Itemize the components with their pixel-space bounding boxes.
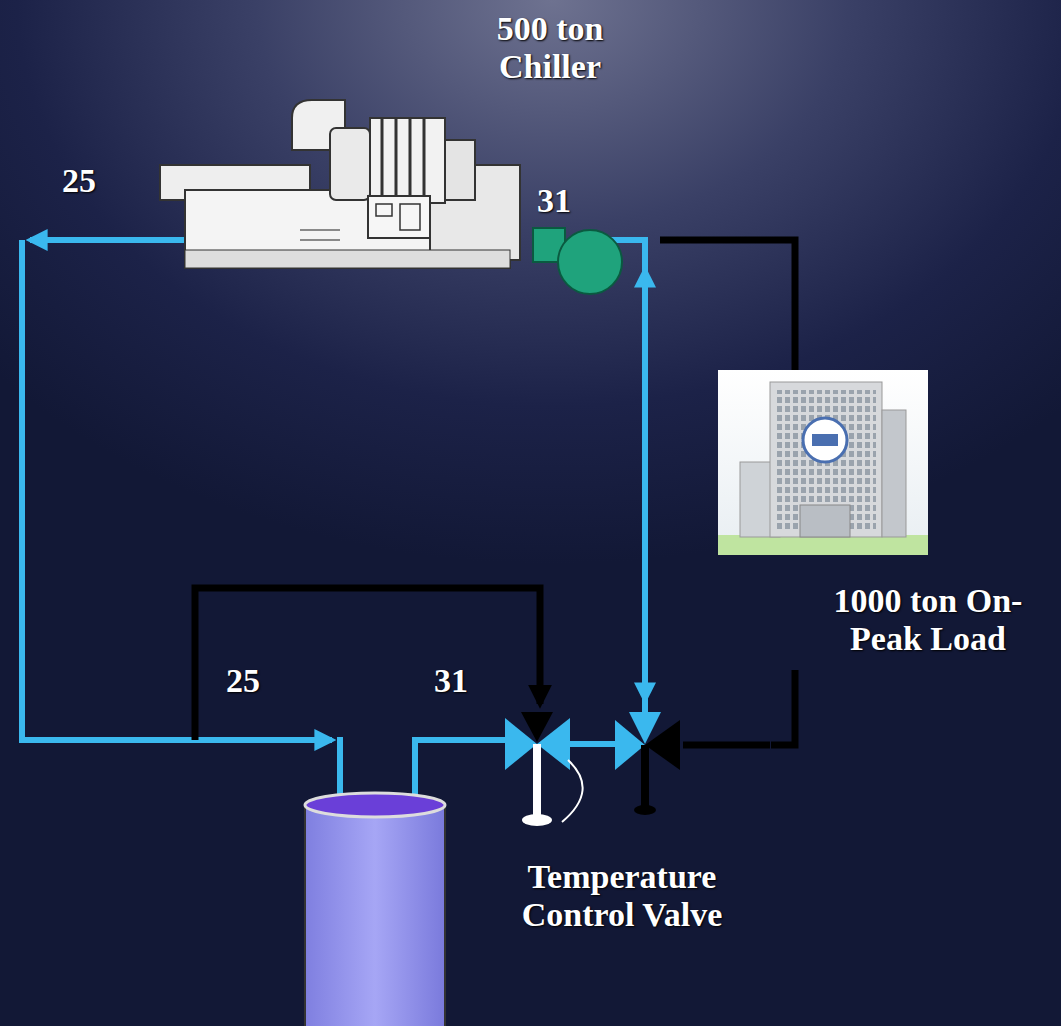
node-label: 1000 ton On-Peak Load <box>813 582 1043 658</box>
node-label: Temperature Control Valve <box>477 858 767 934</box>
building-illustration-part <box>718 370 928 555</box>
pipe-connector <box>771 670 795 745</box>
control-valve: Temperature Control Valve <box>470 700 771 970</box>
chiller-illustration-part <box>376 204 392 216</box>
chiller-illustration <box>160 100 622 294</box>
valve-symbol-part <box>533 744 541 816</box>
valve-symbol-part <box>634 805 656 815</box>
pipe-lines-part <box>30 237 185 243</box>
pipe-lines-part <box>642 700 648 714</box>
chiller-illustration-part <box>185 250 510 268</box>
chiller-illustration-part <box>382 118 424 203</box>
pipe-lines-part <box>570 741 615 747</box>
pipe-lines-part <box>683 742 770 749</box>
chiller-unit: 500 ton Chiller <box>160 8 660 270</box>
pipe-connector <box>642 270 648 700</box>
chiller-illustration-part <box>300 230 340 240</box>
chiller-illustration-part <box>330 128 370 200</box>
tank <box>305 793 445 1026</box>
building-illustration-part <box>803 418 847 462</box>
node-label: 500 ton Chiller <box>460 10 640 86</box>
pipe-lines <box>22 238 770 806</box>
building-load: 1000 ton On-Peak Load <box>718 370 1048 670</box>
pipe-lines-part <box>642 238 648 270</box>
building-illustration-part <box>882 410 906 537</box>
temperature-label: 25 <box>226 662 260 700</box>
tank-part <box>305 805 445 1026</box>
temperature-label: 25 <box>62 162 96 200</box>
valve-symbol-part <box>629 712 661 744</box>
tank-part <box>305 793 445 817</box>
pipe-lines-part <box>22 240 332 740</box>
chiller-illustration-part <box>368 196 430 238</box>
chiller-illustration-part <box>400 204 420 230</box>
valve-symbol-part <box>641 745 649 807</box>
temperature-label: 31 <box>434 662 468 700</box>
temperature-label: 31 <box>537 182 571 220</box>
valve-symbol <box>505 712 680 826</box>
building-illustration-part <box>800 505 850 537</box>
chiller-illustration-part <box>558 230 622 294</box>
chiller-illustration-part <box>445 140 475 200</box>
valve-symbol-part <box>522 814 552 826</box>
building-illustration <box>718 370 928 555</box>
pipe-connector <box>660 240 795 370</box>
building-illustration-part <box>812 434 838 446</box>
building-illustration-part <box>770 382 882 537</box>
pipe-lines-part <box>195 588 540 740</box>
chiller-illustration-part <box>370 118 445 203</box>
building-illustration-part <box>718 535 928 555</box>
valve-symbol-part <box>521 712 553 742</box>
valve-symbol-part <box>562 760 583 822</box>
